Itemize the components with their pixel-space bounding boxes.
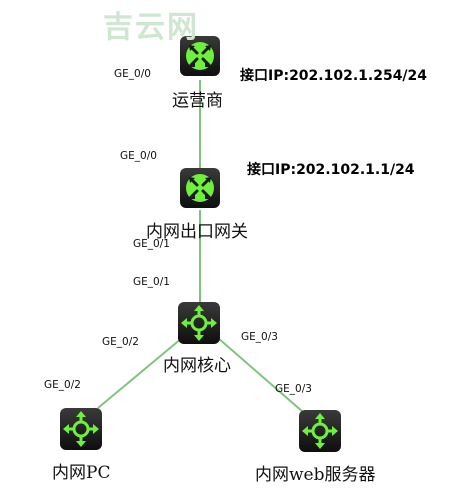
node-label-core: 内网核心 — [163, 356, 231, 376]
link-core-web — [217, 337, 304, 413]
node-label-pc: 内网PC — [52, 463, 111, 483]
l3-switch-icon[interactable] — [178, 302, 220, 344]
l3-switch-icon[interactable] — [299, 410, 341, 452]
iface-isp-down: GE_0/0 — [114, 68, 151, 80]
ip-label-isp: 接口IP:202.102.1.254/24 — [240, 68, 428, 84]
links — [97, 80, 304, 413]
router-icon[interactable] — [180, 36, 220, 76]
iface-gw-down: GE_0/1 — [133, 238, 170, 250]
iface-core-left: GE_0/2 — [102, 336, 139, 348]
iface-gw-up: GE_0/0 — [120, 150, 157, 162]
router-icon[interactable] — [180, 168, 220, 208]
iface-core-right: GE_0/3 — [241, 331, 278, 343]
l3-switch-icon[interactable] — [60, 408, 102, 450]
node-label-web-server: 内网web服务器 — [255, 465, 376, 485]
iface-core-up: GE_0/1 — [133, 276, 170, 288]
ip-label-gateway: 接口IP:202.102.1.1/24 — [247, 162, 415, 178]
node-label-gateway: 内网出口网关 — [146, 222, 248, 242]
link-core-pc — [97, 337, 183, 409]
watermark: 吉云网 — [103, 10, 199, 45]
node-label-isp: 运营商 — [172, 91, 223, 111]
iface-pc-up: GE_0/2 — [44, 379, 81, 391]
iface-web-up: GE_0/3 — [275, 383, 312, 395]
